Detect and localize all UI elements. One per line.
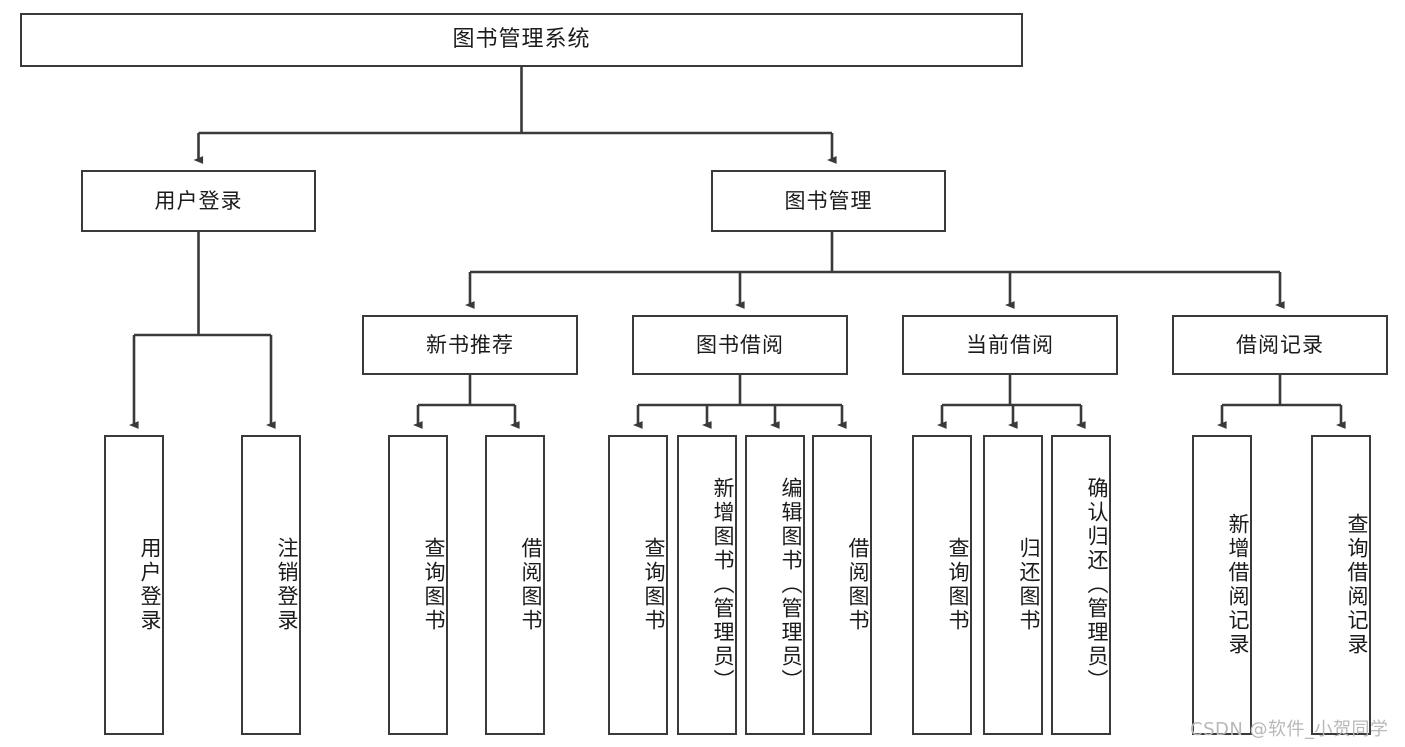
node-new-book-recommend[interactable]: 新书推荐 [362,315,578,375]
node-root-system[interactable]: 图书管理系统 [20,13,1023,67]
leaf-logout[interactable]: 注销登录 [241,435,301,735]
node-book-management[interactable]: 图书管理 [711,170,946,232]
leaf-borrow-book[interactable]: 借阅图书 [812,435,872,735]
leaf-query-borrow-record[interactable]: 查询借阅记录 [1311,435,1371,735]
leaf-borrow-book-recommend[interactable]: 借阅图书 [485,435,545,735]
leaf-query-book-borrow[interactable]: 查询图书 [608,435,668,735]
node-book-borrow[interactable]: 图书借阅 [632,315,848,375]
csdn-watermark: CSDN @软件_小贺同学 [1190,719,1389,740]
leaf-return-book[interactable]: 归还图书 [983,435,1043,735]
node-borrow-records[interactable]: 借阅记录 [1172,315,1388,375]
leaf-user-login[interactable]: 用户登录 [104,435,164,735]
leaf-confirm-return-admin[interactable]: 确认归还（管理员） [1051,435,1111,735]
node-user-login[interactable]: 用户登录 [81,170,316,232]
leaf-add-book-admin[interactable]: 新增图书（管理员） [677,435,737,735]
leaf-add-borrow-record[interactable]: 新增借阅记录 [1192,435,1252,735]
leaf-query-book-current[interactable]: 查询图书 [912,435,972,735]
node-current-borrow[interactable]: 当前借阅 [902,315,1118,375]
leaf-query-book-recommend[interactable]: 查询图书 [388,435,448,735]
leaf-edit-book-admin[interactable]: 编辑图书（管理员） [745,435,805,735]
